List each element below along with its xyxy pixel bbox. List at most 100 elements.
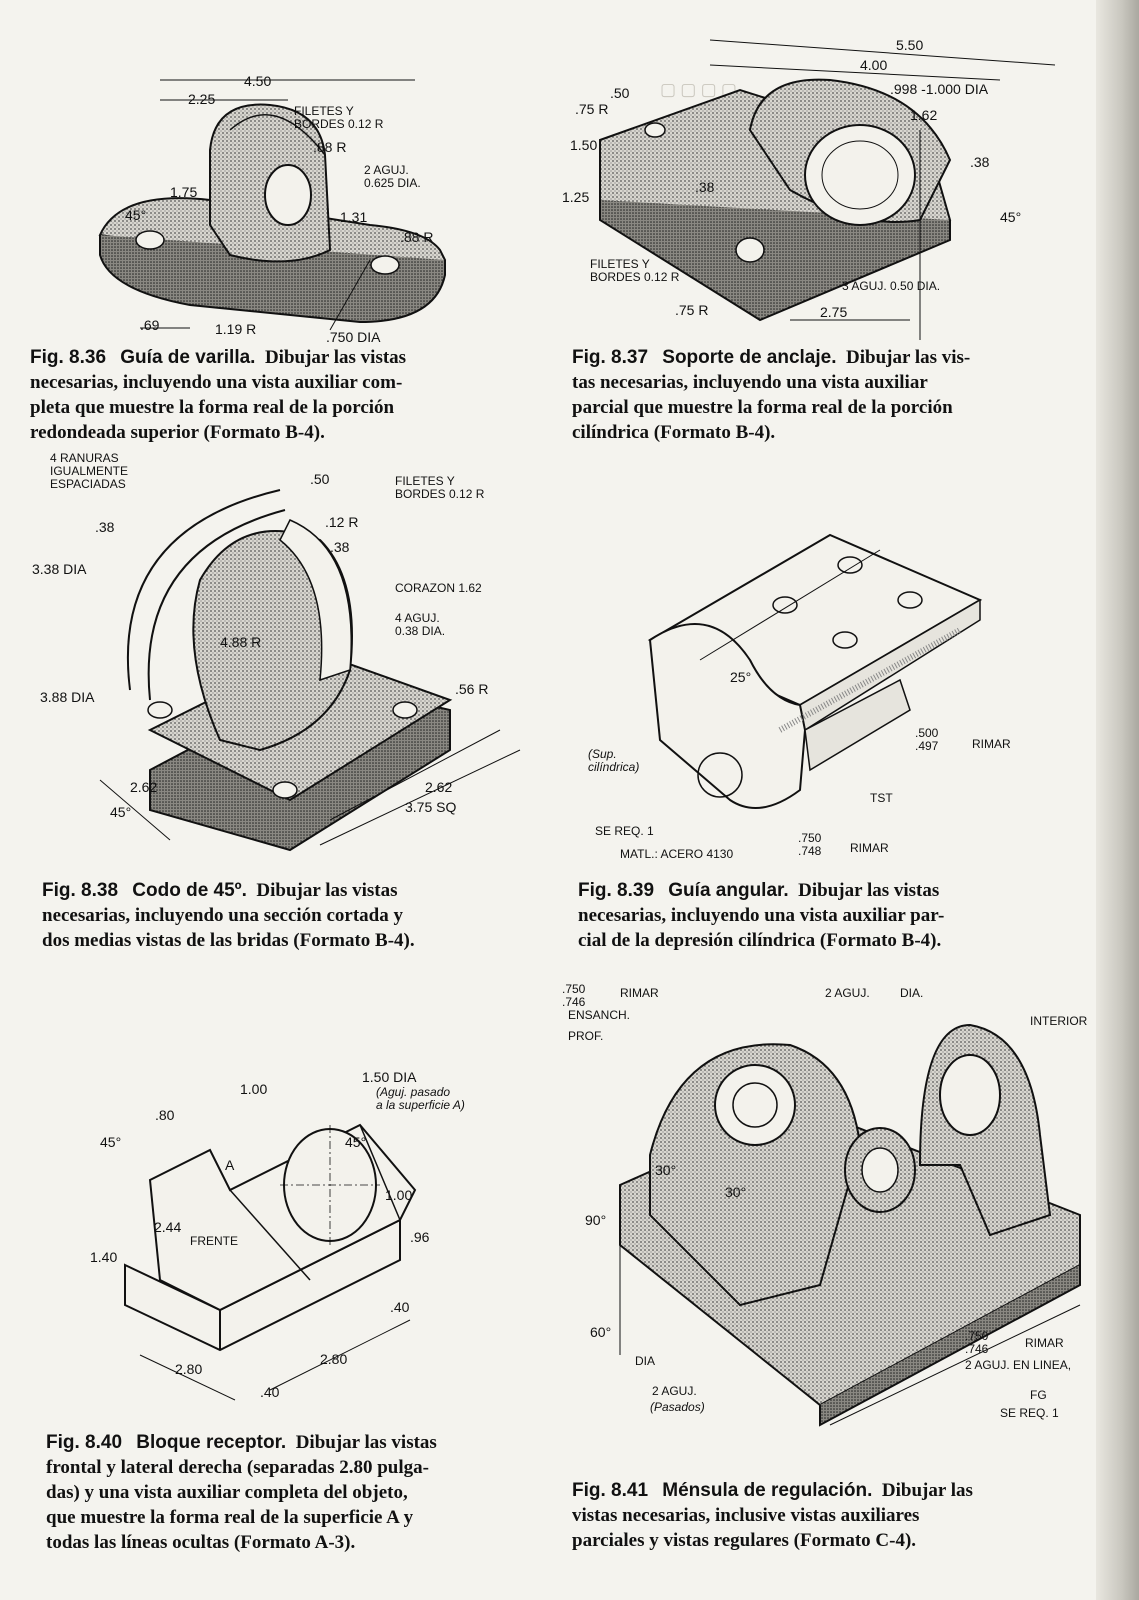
cylindrical-surface-note: (Sup. cilíndrica): [588, 747, 640, 774]
slots-note: 4 RANURAS IGUALMENTE ESPACIADAS: [50, 451, 129, 491]
figure-8-36-text-3: pleta que muestre la forma real de la po…: [30, 397, 395, 418]
dim-r-075b: .75 R: [675, 302, 709, 318]
figure-8-41-text-1: Dibujar las: [881, 1480, 973, 1501]
figure-8-38-caption: Fig. 8.38 Codo de 45º. Dibujar las vista…: [42, 878, 542, 953]
page-edge: [1096, 0, 1139, 1600]
figure-8-40-text-2: frontal y lateral derecha (separadas 2.8…: [46, 1457, 429, 1478]
figure-8-37-title: Soporte de anclaje.: [662, 347, 837, 368]
ream-750-label: RIMAR: [850, 841, 889, 855]
holes-top-note: 2 AGUJ.: [825, 986, 870, 1000]
dim-2-80b: 2.80: [320, 1351, 348, 1367]
angle-45: 45°: [1000, 209, 1022, 225]
holes-note: 4 AGUJ. 0.38 DIA.: [395, 611, 446, 638]
dim-r-075: .75 R: [575, 101, 609, 117]
ream-500: .500 .497: [915, 726, 939, 753]
figure-8-39-text-3: cial de la depresión cilíndrica (Formato…: [578, 930, 942, 951]
figure-8-41-title: Ménsula de regulación.: [662, 1480, 873, 1501]
inline-holes-note: 2 AGUJ. EN LINEA,: [965, 1358, 1072, 1372]
dim-2-62: 2.62: [130, 779, 158, 795]
figure-8-37-number: Fig. 8.37: [572, 347, 649, 368]
figure-8-37-text-1: Dibujar las vis-: [846, 347, 971, 368]
counterbore-note: ENSANCH.: [568, 1008, 631, 1022]
figure-8-39-title: Guía angular.: [668, 880, 789, 901]
dia-bottom-note: DIA: [635, 1354, 656, 1368]
dim-2-80: 2.80: [175, 1361, 203, 1377]
fillets-note: FILETES Y BORDES 0.12 R: [294, 104, 384, 131]
dim-0-69: .69: [140, 317, 160, 333]
dim-3-75-sq: 3.75 SQ: [405, 799, 457, 815]
figure-8-38-text-2: necesarias, incluyendo una sección corta…: [42, 905, 403, 926]
dim-r-012: .12 R: [325, 514, 359, 530]
adjusting-bracket-drawing: [619, 1023, 1081, 1427]
figure-8-40-text-1: Dibujar las vistas: [295, 1432, 437, 1453]
through-note: (Pasados): [650, 1400, 705, 1414]
angle-45: 45°: [110, 804, 132, 820]
dim-r-088b: .88 R: [400, 229, 434, 245]
figure-8-38-number: Fig. 8.38: [42, 880, 119, 901]
receiver-block-drawing: [124, 1123, 417, 1401]
figure-8-40-caption: Fig. 8.40 Bloque receptor. Dibujar las v…: [46, 1430, 546, 1555]
bore-dia: .998 -1.000 DIA: [890, 81, 989, 97]
depth-note: PROF.: [568, 1029, 604, 1043]
figure-8-41-number: Fig. 8.41: [572, 1480, 649, 1501]
dim-1-31: 1.31: [340, 209, 368, 225]
front-label: FRENTE: [190, 1234, 238, 1248]
figure-8-36-title: Guía de varilla.: [120, 347, 256, 368]
fillets-note: FILETES Y BORDES 0.12 R: [590, 257, 680, 284]
ream-750: .750 .748: [798, 831, 822, 858]
dim-0-40: .40: [390, 1299, 410, 1315]
dim-2-25: 2.25: [188, 91, 216, 107]
bleed-text-1: ▢ ▢ ▢ ▢: [660, 80, 737, 99]
dim-r-119: 1.19 R: [215, 321, 257, 337]
figure-8-36-text-2: necesarias, incluyendo una vista auxilia…: [30, 372, 403, 393]
dim-2-75: 2.75: [820, 304, 848, 320]
figure-8-36-number: Fig. 8.36: [30, 347, 107, 368]
core-note: CORAZON 1.62: [395, 581, 482, 595]
ream-750-top: .750 .746: [562, 982, 586, 1009]
figure-8-39-text-2: necesarias, incluyendo una vista auxilia…: [578, 905, 945, 926]
figure-8-40-drawing: 1.00 1.50 DIA (Aguj. pasado a la superfi…: [80, 1070, 520, 1420]
angle-25: 25°: [730, 669, 752, 685]
dim-0-38b: .38: [330, 539, 350, 555]
dim-r-488: 4.88 R: [220, 634, 262, 650]
figure-8-41-caption: Fig. 8.41 Ménsula de regulación. Dibujar…: [572, 1478, 1072, 1553]
angle-guide-drawing: [647, 533, 983, 809]
ream-label-bottom: RIMAR: [1025, 1336, 1064, 1350]
elbow-drawing: [99, 489, 521, 852]
angle-60: 60°: [590, 1324, 612, 1340]
angle-90: 90°: [585, 1212, 607, 1228]
dim-3-38-dia: 3.38 DIA: [32, 561, 87, 577]
through-hole-note: (Aguj. pasado a la superficie A): [376, 1085, 465, 1112]
interior-note: INTERIOR: [1030, 1014, 1088, 1028]
dim-r-088: .88 R: [313, 139, 347, 155]
dia-top-note: DIA.: [900, 986, 924, 1000]
dim-2-62b: 2.62: [425, 779, 453, 795]
qty-note: SE REQ. 1: [1000, 1406, 1059, 1420]
figure-8-37-text-4: cilíndrica (Formato B-4).: [572, 422, 776, 443]
angle-45-left: 45°: [100, 1134, 122, 1150]
dim-4-50: 4.50: [244, 73, 272, 89]
figure-8-38-title: Codo de 45º.: [132, 880, 247, 901]
dim-0-38: .38: [95, 519, 115, 535]
dim-1-50-dia: 1.50 DIA: [362, 1069, 417, 1085]
figure-8-37-drawing: 5.50 4.00 .998 -1.000 DIA 1.62 .75 R .50…: [560, 20, 1080, 340]
figure-8-37-caption: Fig. 8.37 Soporte de anclaje. Dibujar la…: [572, 345, 1072, 445]
figure-8-38-text-1: Dibujar las vistas: [256, 880, 398, 901]
dim-1-40: 1.40: [90, 1249, 118, 1265]
figure-8-36-caption: Fig. 8.36 Guía de varilla. Dibujar las v…: [30, 345, 540, 445]
dim-0-38b: .38: [970, 154, 990, 170]
rod-guide-drawing: [98, 79, 447, 331]
figure-8-40-title: Bloque receptor.: [136, 1432, 287, 1453]
figure-8-39-drawing: 25° .500 .497 RIMAR (Sup. cilíndrica) TS…: [580, 490, 1080, 870]
angle-45-right: 45°: [345, 1134, 367, 1150]
dim-r-056: .56 R: [455, 681, 489, 697]
figure-8-41-text-3: parciales y vistas regulares (Formato C-…: [572, 1530, 917, 1551]
figure-8-40-text-4: que muestre la forma real de la superfic…: [46, 1507, 414, 1528]
ream-750-bottom: .750 .746: [965, 1329, 989, 1356]
figure-8-36-text-4: redondeada superior (Formato B-4).: [30, 422, 325, 443]
dim-5-50: 5.50: [896, 37, 924, 53]
dim-1-75: 1.75: [170, 184, 198, 200]
figure-8-36-text-1: Dibujar las vistas: [264, 347, 407, 368]
figure-8-36-drawing: 4.50 2.25 FILETES Y BORDES 0.12 R .88 R …: [30, 60, 540, 345]
figure-8-37-text-2: tas necesarias, incluyendo una vista aux…: [572, 372, 928, 393]
